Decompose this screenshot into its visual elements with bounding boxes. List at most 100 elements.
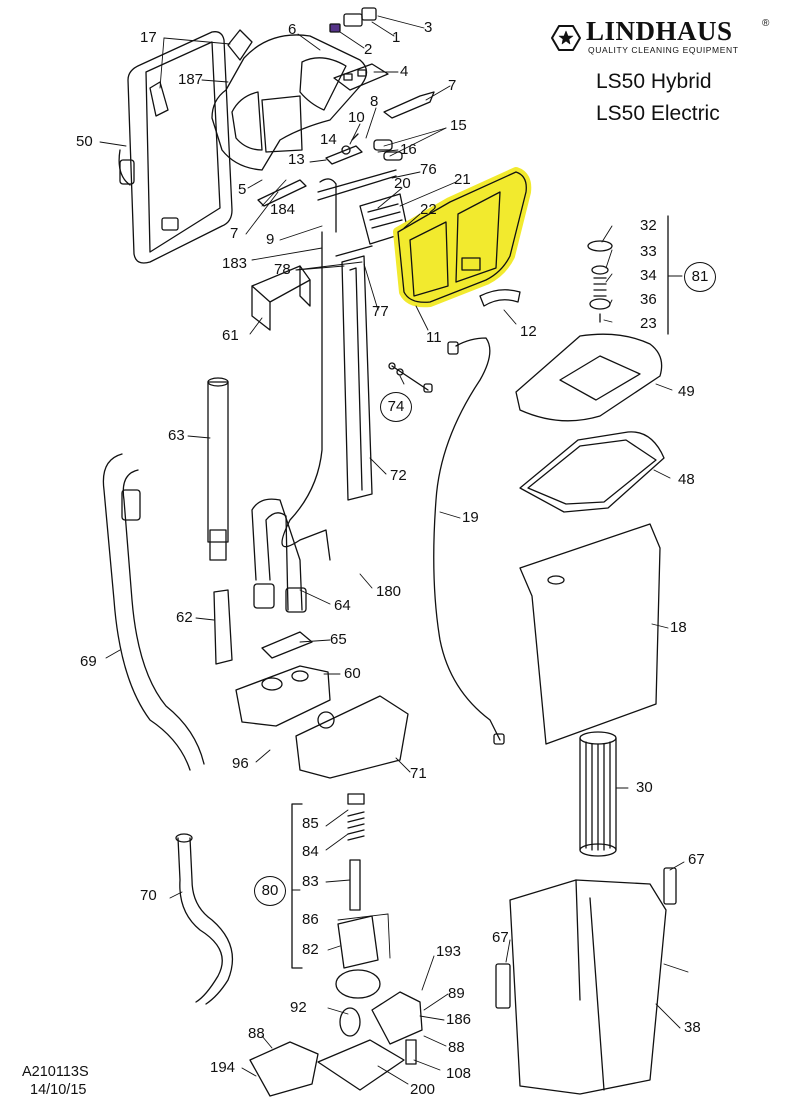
- part-label: 96: [232, 755, 249, 772]
- part-label: 108: [446, 1065, 472, 1082]
- part-label: 186: [446, 1011, 472, 1028]
- part-62-crevice-tool: [213, 589, 233, 665]
- part-label: 88: [248, 1025, 265, 1042]
- part-80-height-adjust: [291, 793, 365, 969]
- part-label: 34: [640, 267, 657, 284]
- part-19-cable: [433, 337, 505, 745]
- part-6-handle: [211, 34, 368, 171]
- part-4-plate: [333, 63, 389, 91]
- part-88-200-gearbox: [249, 991, 423, 1097]
- small-hardware-parts: [325, 133, 403, 165]
- part-30-filter: [579, 731, 617, 857]
- part-11-rear-cover-highlighted: [393, 167, 532, 308]
- part-18-dust-bag: [519, 523, 661, 745]
- part-label: 4: [400, 63, 409, 80]
- part-label: 92: [290, 999, 307, 1016]
- part-label: 194: [210, 1059, 236, 1076]
- part-label: 67: [688, 851, 705, 868]
- part-17-plug: [149, 29, 253, 117]
- leader-lines: [99, 15, 689, 1085]
- part-38-dust-bin: [509, 879, 667, 1095]
- part-label: 50: [76, 133, 93, 150]
- part-label: 65: [330, 631, 347, 648]
- part-label: 76: [420, 161, 437, 178]
- part-67-latch: [495, 867, 677, 1009]
- part-70-hose: [175, 833, 234, 1005]
- part-label: 7: [448, 77, 457, 94]
- part-label: 70: [140, 887, 157, 904]
- part-label: 67: [492, 929, 509, 946]
- part-label: 8: [370, 93, 379, 110]
- part-label: 10: [348, 109, 365, 126]
- part-label: 30: [636, 779, 653, 796]
- part-label: 23: [640, 315, 657, 332]
- part-label: 60: [344, 665, 361, 682]
- part-label: 3: [424, 19, 433, 36]
- part-label: 64: [334, 597, 351, 614]
- part-label: 48: [678, 471, 695, 488]
- part-label: 5: [238, 181, 247, 198]
- part-12-clamp: [479, 289, 521, 307]
- part-label: 183: [222, 255, 248, 272]
- part-65-brush: [261, 631, 313, 659]
- part-label: 6: [288, 21, 297, 38]
- part-label: 180: [376, 583, 402, 600]
- document-code: A210113S: [22, 1064, 89, 1080]
- part-48-gasket: [519, 431, 665, 513]
- part-label: 86: [302, 911, 319, 928]
- part-label: 89: [448, 985, 465, 1002]
- part-64-hose: [251, 498, 307, 613]
- part-label: 14: [320, 131, 337, 148]
- part-label: 71: [410, 765, 427, 782]
- part-label: 82: [302, 941, 319, 958]
- model-name-electric: LS50 Electric: [596, 102, 720, 125]
- part-label: 84: [302, 843, 319, 860]
- part-63-tube: [207, 377, 229, 561]
- part-label: 33: [640, 243, 657, 260]
- part-label: 1: [392, 29, 401, 46]
- document-date: 14/10/15: [30, 1082, 87, 1098]
- part-1-2-3-switches: [329, 7, 377, 33]
- part-label: 18: [670, 619, 687, 636]
- part-label: 20: [394, 175, 411, 192]
- part-label: 184: [270, 201, 296, 218]
- part-label: 187: [178, 71, 204, 88]
- part-label: 32: [640, 217, 657, 234]
- part-label: 12: [520, 323, 537, 340]
- part-label: 22: [420, 201, 437, 218]
- part-label: 49: [678, 383, 695, 400]
- part-69-hose: [102, 453, 205, 771]
- part-label: 2: [364, 41, 373, 58]
- part-label: 83: [302, 873, 319, 890]
- circled-part-label: 81: [684, 262, 716, 292]
- part-label: 69: [80, 653, 97, 670]
- part-label: 88: [448, 1039, 465, 1056]
- part-label: 19: [462, 509, 479, 526]
- part-9-76-rods: [281, 169, 397, 561]
- circled-part-label: 74: [380, 392, 412, 422]
- part-label: 21: [454, 171, 471, 188]
- part-61-holder: [251, 265, 311, 331]
- part-label: 15: [450, 117, 467, 134]
- part-label: 85: [302, 815, 319, 832]
- part-82-wheel-holder: [335, 915, 381, 999]
- part-label: 78: [274, 261, 291, 278]
- part-81-valve-assembly: [587, 215, 669, 335]
- part-label: 193: [436, 943, 462, 960]
- brand-tagline: QUALITY CLEANING EQUIPMENT: [588, 45, 739, 55]
- brand-name: LINDHAUS: [586, 16, 733, 46]
- part-label: 63: [168, 427, 185, 444]
- part-label: 16: [400, 141, 417, 158]
- part-50-power-cord: [118, 31, 233, 264]
- brand-header: LINDHAUS ® QUALITY CLEANING EQUIPMENT: [548, 14, 778, 60]
- part-label: 72: [390, 467, 407, 484]
- part-label: 38: [684, 1019, 701, 1036]
- part-label: 77: [372, 303, 389, 320]
- part-label: 200: [410, 1081, 436, 1098]
- part-71-base: [295, 695, 409, 779]
- model-name-hybrid: LS50 Hybrid: [596, 70, 712, 93]
- part-label: 13: [288, 151, 305, 168]
- part-label: 11: [426, 329, 442, 346]
